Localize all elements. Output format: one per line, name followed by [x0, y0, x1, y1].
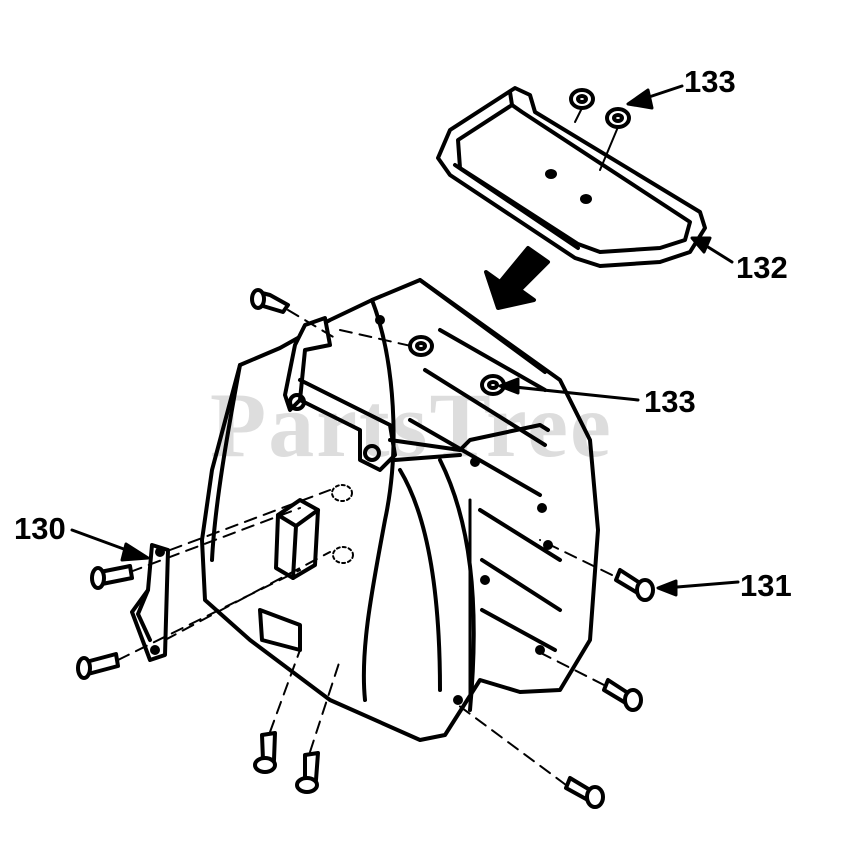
callout-130: 130	[14, 511, 66, 546]
handle-bracket-part	[283, 316, 550, 472]
leader-arrows	[70, 84, 740, 597]
callout-133-top: 133	[684, 64, 736, 99]
dashed-spacers	[331, 484, 354, 564]
assembly-guide-lines	[117, 309, 613, 786]
assembly-arrow	[484, 246, 550, 310]
nut-part-mid-left	[408, 335, 434, 357]
callout-132: 132	[736, 250, 788, 285]
callout-131: 131	[740, 568, 792, 603]
switch-block-part	[274, 498, 320, 580]
nut-part-top-left	[569, 88, 595, 110]
switch-plate-part	[130, 543, 170, 662]
nut-part-top-right	[605, 107, 631, 129]
blower-housing-part	[200, 278, 600, 742]
callout-133-mid: 133	[644, 384, 696, 419]
screws	[76, 288, 655, 809]
deflector-tray-part	[436, 86, 707, 268]
watermark-text: PartsTree	[210, 374, 613, 476]
